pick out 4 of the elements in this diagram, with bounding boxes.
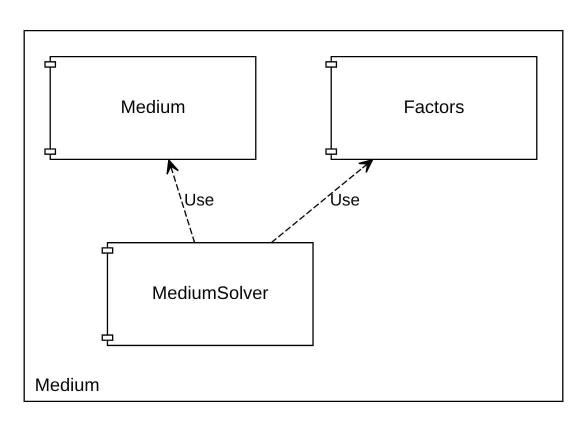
arrow [270,159,374,244]
arrow [166,159,196,243]
edge-label: Use [330,190,360,210]
edge-label: Use [184,190,214,210]
